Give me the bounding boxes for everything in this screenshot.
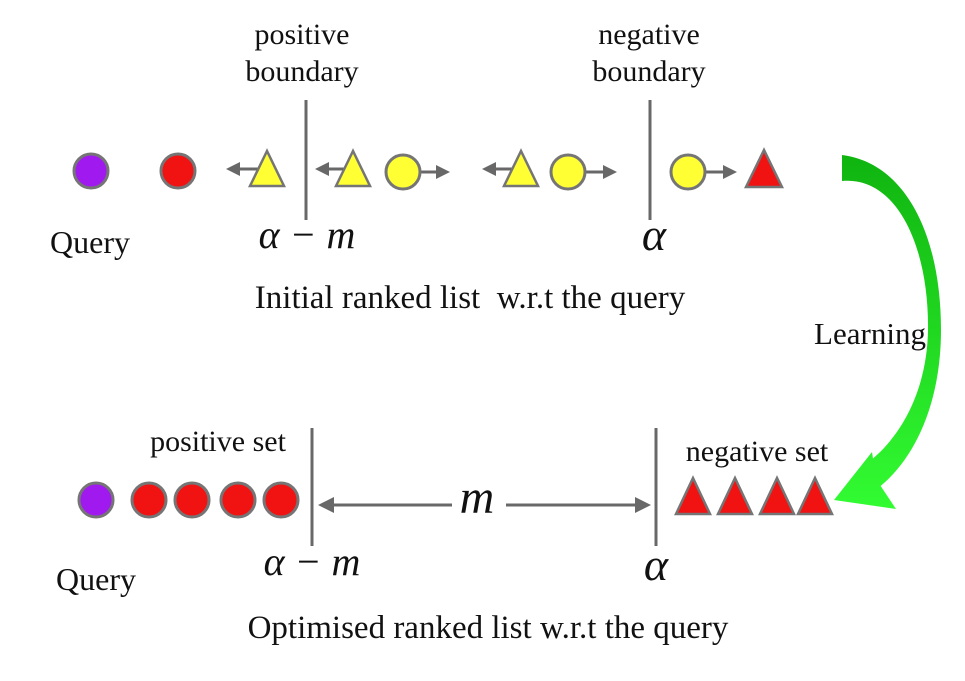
negative-boundary-label: negative boundary [592,18,706,88]
learning-label: Learning [814,316,926,351]
right-arrow-icon [436,165,450,179]
negative-set-label: negative set [685,435,829,468]
alpha-minus-m-label-top: α − m [258,212,356,257]
learning-arrowhead-icon [834,452,896,509]
positive-boundary-label: positive boundary [245,18,359,88]
negative-set-triangles [674,475,834,516]
positive-set-circles [130,481,300,519]
left-arrow-icon [482,162,496,176]
margin-double-arrow [318,497,651,513]
alpha-label-top: α [641,209,667,260]
learning-arrow-curve [842,155,941,488]
right-arrow-icon [723,165,737,179]
query-marker-top [72,152,110,190]
query-marker-bottom [77,481,115,519]
positive-sample-circle [159,152,197,190]
yellow-circle-right-arrow-3 [669,153,737,191]
optimised-ranked-list-caption: Optimised ranked list w.r.t the query [247,610,729,646]
yellow-triangle-left-arrow-1 [226,148,286,188]
margin-m-label: m [459,471,495,524]
right-arrow-icon [635,497,651,513]
left-arrow-icon [226,162,240,176]
left-arrow-icon [315,162,329,176]
query-label-top: Query [50,224,130,260]
query-label-bottom: Query [56,561,136,597]
initial-ranked-list-caption: Initial ranked list w.r.t the query [254,280,686,316]
alpha-label-bottom: α [643,539,669,590]
yellow-triangle-left-arrow-2 [315,148,372,188]
yellow-circle-right-arrow-1 [384,153,450,191]
alpha-minus-m-label-bottom: α − m [263,539,361,584]
right-arrow-icon [603,165,617,179]
left-arrow-icon [318,497,334,513]
positive-set-label: positive set [150,425,286,458]
negative-sample-triangle-top [744,147,784,189]
yellow-circle-right-arrow-2 [549,153,617,191]
yellow-triangle-left-arrow-3 [482,148,540,188]
